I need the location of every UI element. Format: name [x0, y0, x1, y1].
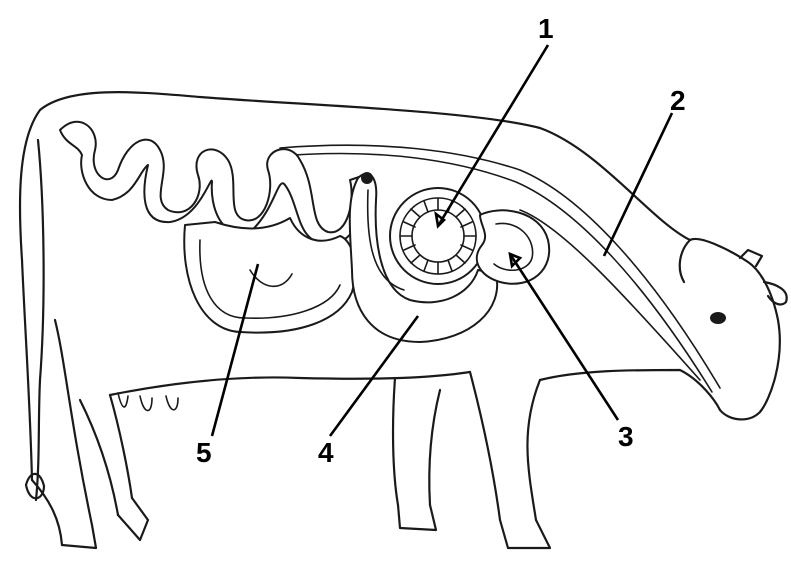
- leader-3: [510, 254, 618, 420]
- label-1: 1: [538, 13, 554, 44]
- rumen: [477, 210, 549, 283]
- leader-1: [438, 45, 548, 226]
- orifice-icon: [361, 172, 373, 184]
- label-5: 5: [196, 437, 212, 468]
- label-4: 4: [318, 437, 334, 468]
- label-3: 3: [618, 421, 634, 452]
- label-2: 2: [670, 85, 686, 116]
- leader-2: [604, 113, 672, 256]
- leader-4: [330, 316, 418, 436]
- eye-icon: [710, 312, 726, 324]
- reticulum: [390, 188, 486, 284]
